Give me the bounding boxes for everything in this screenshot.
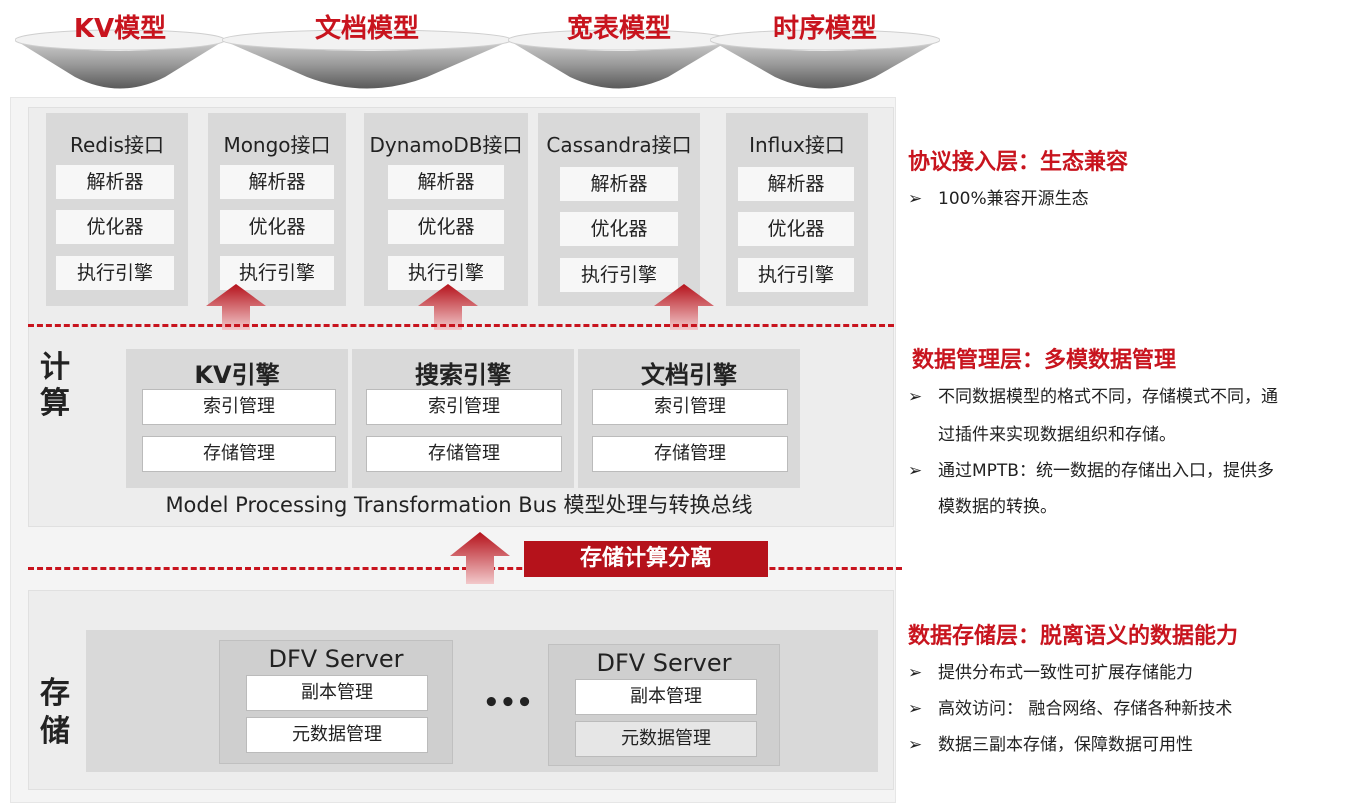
disc-kv (15, 22, 225, 102)
section-title-data-management-layer: 数据管理层：多模数据管理 (912, 348, 1177, 373)
executor-box: 执行引擎 (56, 256, 174, 290)
interface-title: Influx接口 (749, 133, 845, 157)
storage-compute-separation-banner: 存储计算分离 (524, 541, 768, 577)
engine-document: 文档引擎 索引管理 存储管理 (578, 349, 800, 488)
replica-management-box: 副本管理 (246, 675, 428, 711)
model-processing-bus: Model Processing Transformation Bus 模型处理… (165, 493, 753, 517)
compute-label-char: 计 (40, 350, 70, 385)
bullet-item: ➢通过MPTB：统一数据的存储出入口，提供多 (908, 456, 1274, 486)
optimizer-box: 优化器 (56, 210, 174, 244)
section-title-storage-layer: 数据存储层：脱离语义的数据能力 (908, 624, 1239, 649)
interface-influx: Influx接口 解析器 优化器 执行引擎 (726, 113, 868, 306)
bullet-continuation: 模数据的转换。 (938, 497, 1057, 517)
executor-box: 执行引擎 (738, 258, 854, 292)
optimizer-box: 优化器 (738, 212, 854, 246)
interface-title: Redis接口 (70, 133, 164, 157)
up-arrow-icon (654, 284, 714, 330)
optimizer-box: 优化器 (220, 210, 334, 244)
storage-management-box: 存储管理 (142, 436, 336, 472)
bullet-arrow-icon: ➢ (908, 461, 923, 481)
optimizer-box: 优化器 (560, 212, 678, 246)
compute-label-char: 算 (40, 386, 70, 421)
interface-mongo: Mongo接口 解析器 优化器 执行引擎 (208, 113, 346, 306)
dfv-server: DFV Server 副本管理 元数据管理 (219, 640, 453, 764)
disc-document (222, 22, 512, 102)
parser-box: 解析器 (220, 165, 334, 199)
bullet-arrow-icon: ➢ (908, 699, 923, 719)
bullet-continuation: 过插件来实现数据组织和存储。 (938, 425, 1176, 445)
interface-title: DynamoDB接口 (369, 133, 523, 157)
dfv-server-title: DFV Server (268, 645, 404, 673)
bullet-item: ➢100%兼容开源生态 (908, 184, 1089, 214)
layer-divider (28, 324, 894, 327)
metadata-management-box: 元数据管理 (575, 721, 757, 757)
engine-kv: KV引擎 索引管理 存储管理 (126, 349, 348, 488)
bullet-arrow-icon: ➢ (908, 189, 923, 209)
index-management-box: 索引管理 (592, 389, 788, 425)
model-label-timeseries: 时序模型 (772, 14, 877, 44)
bullet-arrow-icon: ➢ (908, 387, 923, 407)
bullet-arrow-icon: ➢ (908, 663, 923, 683)
up-arrow-icon (418, 284, 478, 330)
parser-box: 解析器 (388, 165, 504, 199)
bullet-item: ➢不同数据模型的格式不同，存储模式不同，通 (908, 382, 1278, 412)
parser-box: 解析器 (56, 165, 174, 199)
bullet-item: ➢数据三副本存储，保障数据可用性 (908, 730, 1193, 760)
dfv-server: DFV Server 副本管理 元数据管理 (548, 644, 780, 766)
interface-title: Cassandra接口 (546, 133, 692, 157)
interface-title: Mongo接口 (223, 133, 331, 157)
engine-title: KV引擎 (194, 361, 280, 389)
storage-management-box: 存储管理 (366, 436, 562, 472)
engine-search: 搜索引擎 索引管理 存储管理 (352, 349, 574, 488)
storage-management-box: 存储管理 (592, 436, 788, 472)
storage-label-char: 储 (40, 714, 70, 749)
index-management-box: 索引管理 (142, 389, 336, 425)
more-servers-ellipsis: ••• (483, 688, 533, 718)
executor-box: 执行引擎 (220, 256, 334, 290)
executor-box: 执行引擎 (388, 256, 504, 290)
index-management-box: 索引管理 (366, 389, 562, 425)
parser-box: 解析器 (738, 167, 854, 201)
storage-label-char: 存 (40, 676, 70, 711)
parser-box: 解析器 (560, 167, 678, 201)
bullet-item: ➢高效访问： 融合网络、存储各种新技术 (908, 694, 1232, 724)
layer-divider (28, 567, 902, 570)
replica-management-box: 副本管理 (575, 679, 757, 715)
interface-cassandra: Cassandra接口 解析器 优化器 执行引擎 (538, 113, 700, 306)
optimizer-box: 优化器 (388, 210, 504, 244)
interface-redis: Redis接口 解析器 优化器 执行引擎 (46, 113, 188, 306)
metadata-management-box: 元数据管理 (246, 717, 428, 753)
dfv-server-title: DFV Server (596, 649, 732, 677)
interface-dynamodb: DynamoDB接口 解析器 优化器 执行引擎 (364, 113, 528, 306)
model-label-widetable: 宽表模型 (566, 14, 671, 44)
model-label-kv: KV模型 (73, 14, 167, 44)
model-label-document: 文档模型 (314, 14, 419, 44)
up-arrow-icon (450, 532, 510, 584)
up-arrow-icon (206, 284, 266, 330)
executor-box: 执行引擎 (560, 258, 678, 292)
disc-widetable (508, 22, 730, 102)
disc-timeseries (710, 22, 940, 102)
engine-title: 文档引擎 (641, 361, 737, 389)
engine-title: 搜索引擎 (415, 361, 511, 389)
section-title-protocol-layer: 协议接入层：生态兼容 (908, 150, 1129, 175)
bullet-arrow-icon: ➢ (908, 735, 923, 755)
bullet-item: ➢提供分布式一致性可扩展存储能力 (908, 658, 1193, 688)
